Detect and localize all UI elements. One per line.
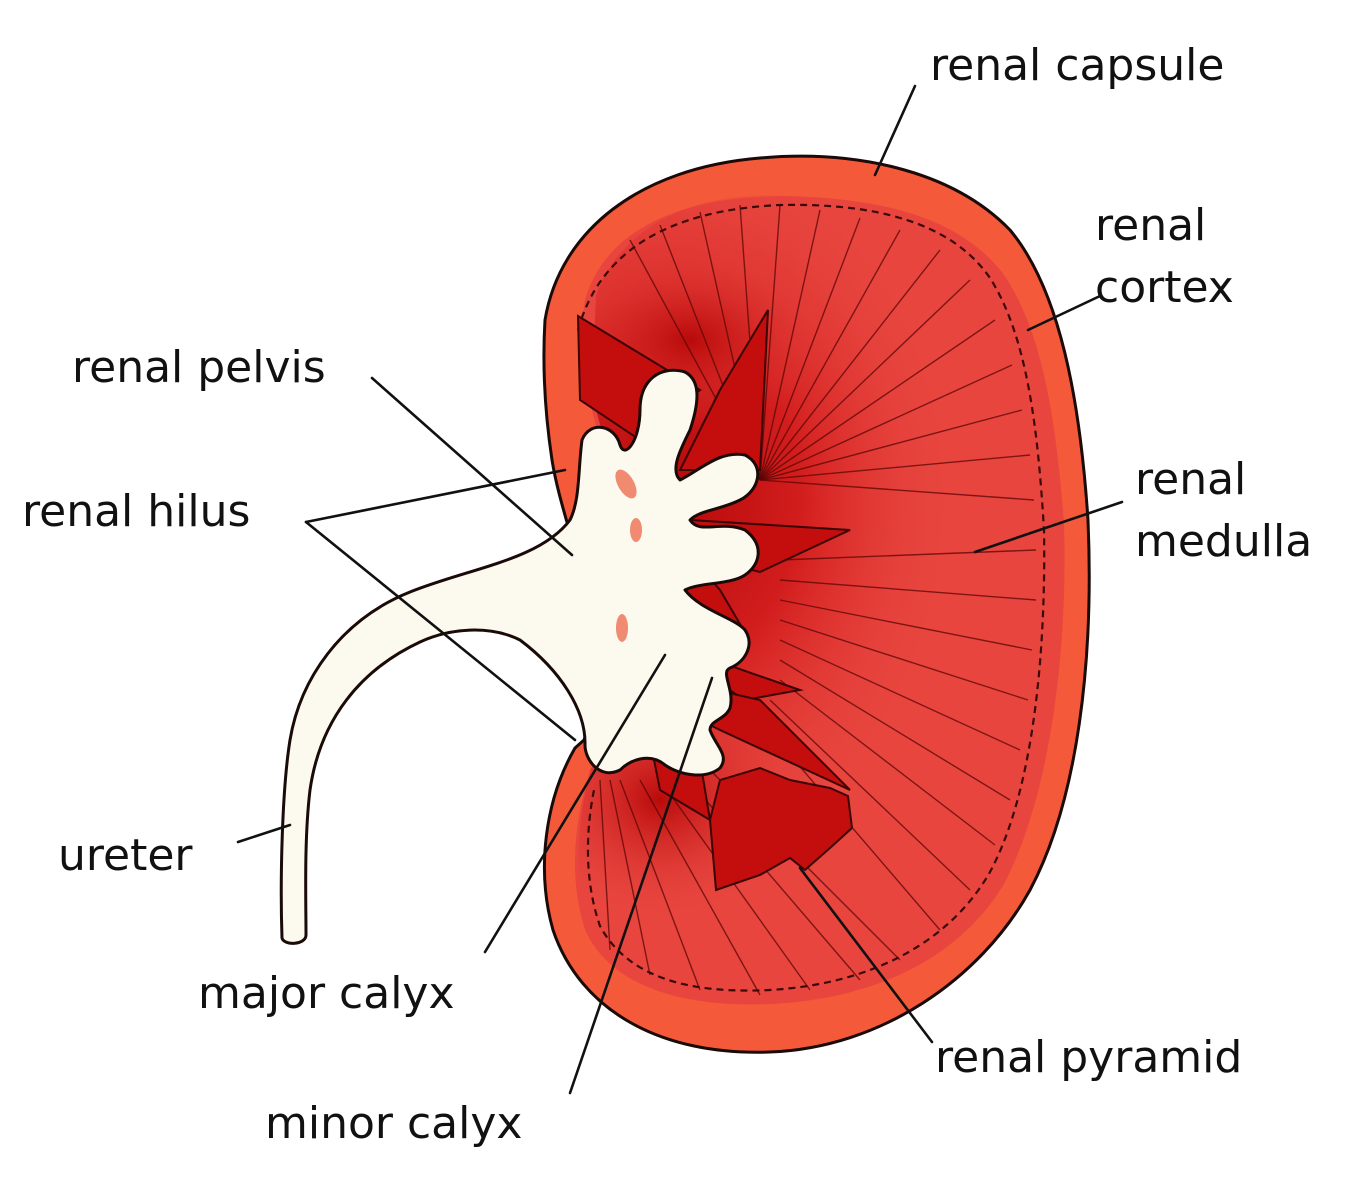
pelvis-spots bbox=[615, 469, 642, 642]
label-renal-cortex-line2: cortex bbox=[1095, 262, 1234, 313]
leader-renal-hilus-upper bbox=[304, 468, 567, 524]
leader-major-calyx bbox=[483, 653, 667, 954]
renal-pelvis-shape bbox=[279, 368, 760, 945]
leader-minor-calyx bbox=[568, 676, 714, 1095]
label-renal-medulla-line2: medulla bbox=[1135, 516, 1312, 567]
leader-renal-cortex bbox=[1026, 294, 1102, 332]
leader-renal-capsule bbox=[873, 84, 917, 177]
leader-renal-hilus-lower bbox=[304, 520, 577, 742]
corticomedullary-boundary bbox=[576, 203, 1046, 992]
leader-renal-pelvis bbox=[370, 376, 574, 557]
label-renal-cortex-line1: renal bbox=[1095, 200, 1206, 251]
label-renal-pelvis: renal pelvis bbox=[72, 342, 326, 393]
label-renal-medulla-line1: renal bbox=[1135, 454, 1246, 505]
leader-renal-pyramid bbox=[798, 866, 934, 1044]
label-renal-pyramid: renal pyramid bbox=[935, 1032, 1242, 1083]
label-renal-capsule: renal capsule bbox=[930, 40, 1224, 91]
label-major-calyx: major calyx bbox=[198, 968, 455, 1019]
leader-renal-medulla bbox=[973, 500, 1124, 554]
label-minor-calyx: minor calyx bbox=[265, 1098, 522, 1149]
label-renal-hilus: renal hilus bbox=[22, 486, 250, 537]
label-ureter: ureter bbox=[58, 830, 193, 881]
leader-ureter bbox=[236, 823, 292, 844]
leader-lines bbox=[236, 84, 1124, 1095]
